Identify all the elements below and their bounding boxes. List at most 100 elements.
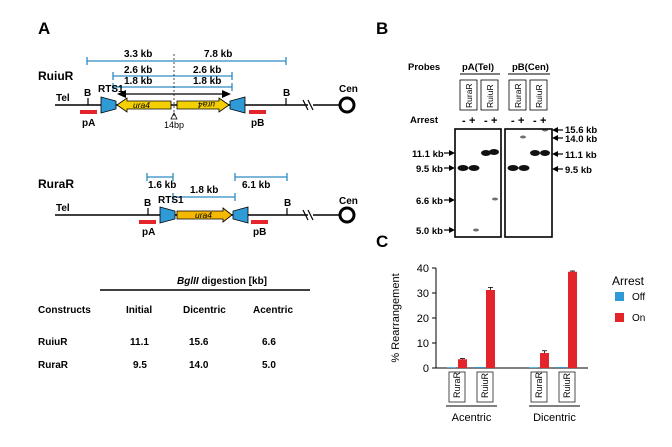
svg-text:11.1 kb: 11.1 kb: [412, 149, 444, 160]
rurar-pa-label: pA: [142, 227, 155, 238]
ruiur-double-arrow: [117, 90, 231, 98]
svg-text:+: +: [469, 115, 475, 127]
legend-label-on: On: [632, 313, 645, 324]
ruiur-pa-label: pA: [82, 118, 95, 129]
svg-text:6.6 kb: 6.6 kb: [416, 196, 443, 207]
svg-text:-: -: [533, 115, 537, 127]
ruiur-b-right-label: B: [283, 88, 290, 99]
category-box-2: [530, 371, 548, 403]
band-pb-l4-15-6: [542, 128, 548, 132]
rurar-probe-pb: [251, 220, 268, 224]
ruiur-spacer-label: 14bp: [164, 120, 184, 130]
ruiur-rts1-label: RTS1: [98, 84, 124, 95]
band-pb-l2-14-0: [520, 135, 526, 139]
ruiur-rts1-right-icon: [229, 96, 246, 114]
rurar-dim-6-1: 6.1 kb: [242, 180, 270, 191]
rurar-b-left-label: B: [144, 198, 151, 209]
rurar-b-right-label: B: [284, 198, 291, 209]
ruiur-pb-label: pB: [251, 118, 264, 129]
svg-text:11.1 kb: 11.1 kb: [565, 150, 597, 161]
rurar-ura4-label: ura4: [195, 210, 212, 220]
bar-on-0: [458, 359, 467, 368]
category-box-3: [558, 371, 576, 403]
panel-c-label: C: [376, 232, 388, 251]
y-axis-title: % Rearrangement: [390, 273, 402, 362]
panel-a-label: A: [38, 19, 50, 38]
group-label-0: Acentric: [452, 412, 492, 424]
ruiur-cen-label: Cen: [339, 84, 358, 95]
bar-off-2: [529, 367, 538, 368]
ruiur-break-mark-2: [307, 99, 314, 111]
digestion-table: BglII digestion [kb] Constructs Initial …: [38, 276, 310, 371]
ruiur-rts1-left-icon: [100, 96, 117, 114]
table-row1-dicentric: 15.6: [189, 337, 209, 348]
ruiur-ura4-left-label: ura4: [133, 100, 150, 110]
panel-b-label: B: [376, 19, 388, 38]
probe-a-label: pA(Tel): [462, 62, 494, 73]
band-pb-l1-9-5: [507, 165, 519, 171]
rurar-break-mark-1: [302, 209, 309, 221]
ruiur-dim-2-6-right: 2.6 kb: [193, 65, 221, 76]
svg-text:+: +: [518, 115, 524, 127]
svg-text:9.5 kb: 9.5 kb: [416, 164, 443, 175]
ruiur-dim-3-3: 3.3 kb: [124, 49, 152, 60]
svg-text:9.5 kb: 9.5 kb: [565, 165, 592, 176]
rurar-rts1-label: RTS1: [158, 195, 184, 206]
svg-text:5.0 kb: 5.0 kb: [416, 226, 443, 237]
svg-text:+: +: [540, 115, 546, 127]
ruiur-centromere-icon: [338, 96, 356, 114]
ruiur-break-mark-1: [302, 99, 309, 111]
band-pa-l3-11-1: [481, 150, 491, 156]
category-label-0: RuraR: [452, 371, 462, 398]
band-pb-l3-11-1: [530, 150, 540, 156]
band-pa-l4-6-6: [492, 197, 498, 201]
y-tick-label-0: 0: [423, 363, 429, 375]
band-pa-l1-9-5: [457, 165, 469, 171]
blot-right-markers: 15.6 kb 14.0 kb 11.1 kb 9.5 kb: [552, 125, 597, 176]
rurar-cen-label: Cen: [339, 196, 358, 207]
band-pb-l2-9-5: [518, 165, 530, 171]
svg-text:+: +: [491, 115, 497, 127]
table-col-constructs: Constructs: [38, 305, 91, 316]
table-col-acentric: Acentric: [253, 305, 293, 316]
ruiur-dim-1-8-left: 1.8 kb: [124, 76, 152, 87]
lane-label-4: RuiuR: [534, 84, 544, 108]
legend-label-off: Off: [632, 292, 645, 303]
ruiur-spacer-triangle-icon: [170, 112, 178, 120]
band-pb-l4-11-1: [540, 150, 550, 156]
table-row2-construct: RuraR: [38, 360, 69, 371]
band-pa-l2-5-0: [473, 228, 479, 232]
rurar-dim-1-8: 1.8 kb: [190, 185, 218, 196]
rurar-ura4-arrow: [176, 207, 233, 223]
rurar-probe-pa: [139, 220, 156, 224]
legend-title: Arrest: [612, 274, 645, 288]
ruiur-tel-label: Tel: [56, 93, 70, 104]
ruiur-ura4-left-arrow: [116, 97, 172, 113]
table-col-dicentric: Dicentric: [183, 305, 226, 316]
bar-off-3: [557, 367, 566, 368]
table-col-initial: Initial: [126, 305, 152, 316]
ruiur-title: RuiuR: [38, 69, 74, 83]
lane-label-3: RuraR: [513, 83, 523, 108]
category-label-2: RuraR: [534, 371, 544, 398]
rurar-dimension-lines: [146, 173, 288, 201]
blot-left-markers: 11.1 kb 9.5 kb 6.6 kb 5.0 kb: [412, 149, 455, 237]
ruiur-dim-7-8: 7.8 kb: [204, 49, 232, 60]
table-header: BglII digestion [kb]: [177, 276, 267, 287]
rurar-dim-1-6: 1.6 kb: [148, 180, 176, 191]
legend-swatch-off: [615, 292, 624, 301]
probes-label: Probes: [408, 62, 440, 73]
band-pa-l2-9-5: [468, 165, 480, 171]
ruiur-dim-1-8-right: 1.8 kb: [193, 76, 221, 87]
arrest-signs: - + - + - + - +: [462, 115, 546, 127]
rurar-title: RuraR: [38, 177, 74, 191]
rurar-centromere-icon: [338, 206, 356, 224]
y-tick-label-30: 30: [417, 288, 429, 300]
table-row1-initial: 11.1: [130, 337, 149, 348]
band-pa-l4-11-1: [489, 149, 499, 155]
blot-arrest-label: Arrest: [410, 115, 439, 126]
category-box-1: [476, 371, 494, 403]
